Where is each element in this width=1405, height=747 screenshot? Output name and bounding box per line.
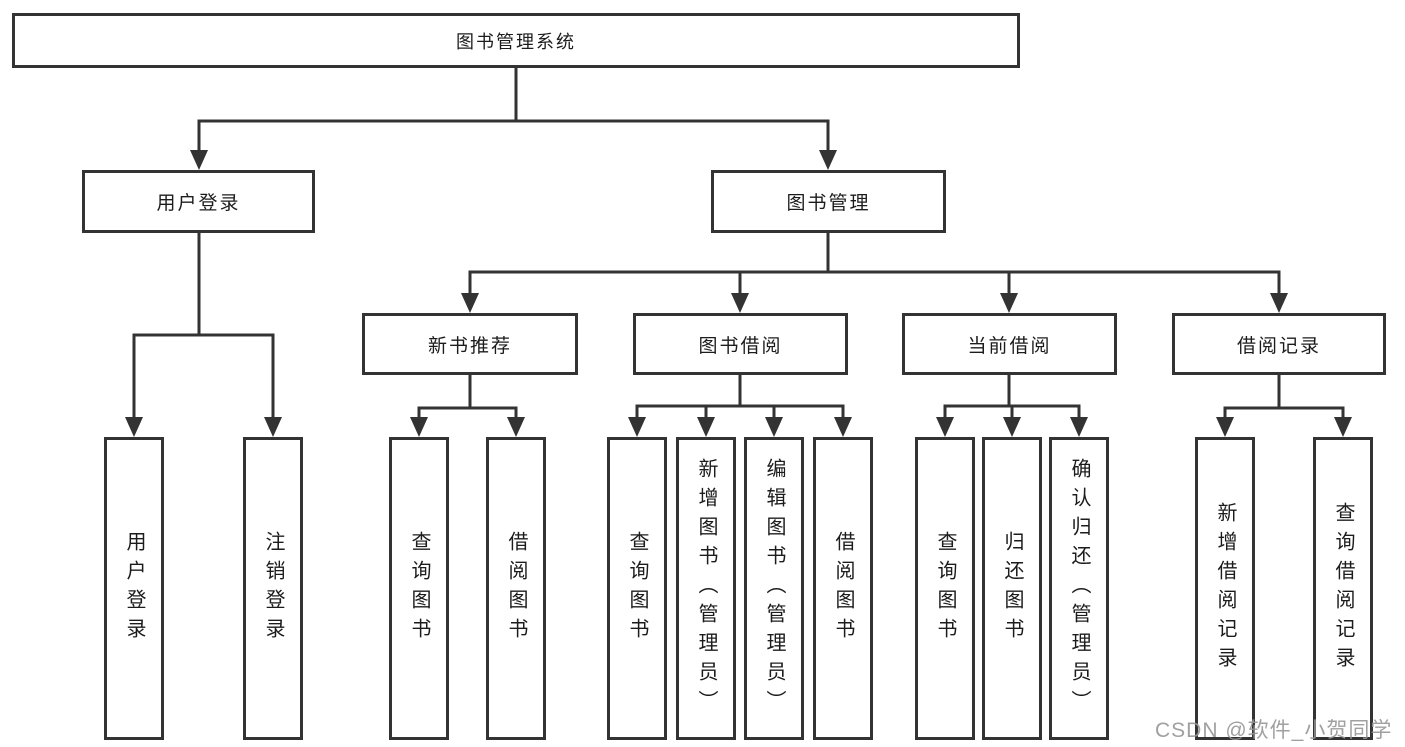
leaf-edit-books-admin: 编辑图书（管理员） — [744, 437, 804, 740]
csdn-watermark: CSDN @软件_小贺同学 — [1155, 719, 1393, 742]
leaf-user-login: 用户登录 — [104, 437, 164, 740]
node-book-management: 图书管理 — [711, 170, 946, 233]
node-user-login: 用户登录 — [82, 170, 315, 233]
leaf-query-books-2: 查询图书 — [607, 437, 667, 740]
leaf-query-books-3: 查询图书 — [915, 437, 975, 740]
leaf-query-borrow-record: 查询借阅记录 — [1313, 437, 1373, 740]
node-book-borrow: 图书借阅 — [633, 313, 848, 375]
node-new-book-recommend: 新书推荐 — [362, 313, 578, 375]
node-borrow-records: 借阅记录 — [1172, 313, 1386, 375]
leaf-borrow-books-1: 借阅图书 — [486, 437, 546, 740]
leaf-query-books-1: 查询图书 — [389, 437, 449, 740]
node-current-borrow: 当前借阅 — [902, 313, 1117, 375]
leaf-return-books: 归还图书 — [982, 437, 1042, 740]
node-library-system: 图书管理系统 — [12, 13, 1020, 68]
leaf-add-books-admin: 新增图书（管理员） — [676, 437, 736, 740]
leaf-logout: 注销登录 — [243, 437, 303, 740]
leaf-add-borrow-record: 新增借阅记录 — [1195, 437, 1255, 740]
leaf-confirm-return-admin: 确认归还（管理员） — [1049, 437, 1109, 740]
leaf-borrow-books-2: 借阅图书 — [813, 437, 873, 740]
